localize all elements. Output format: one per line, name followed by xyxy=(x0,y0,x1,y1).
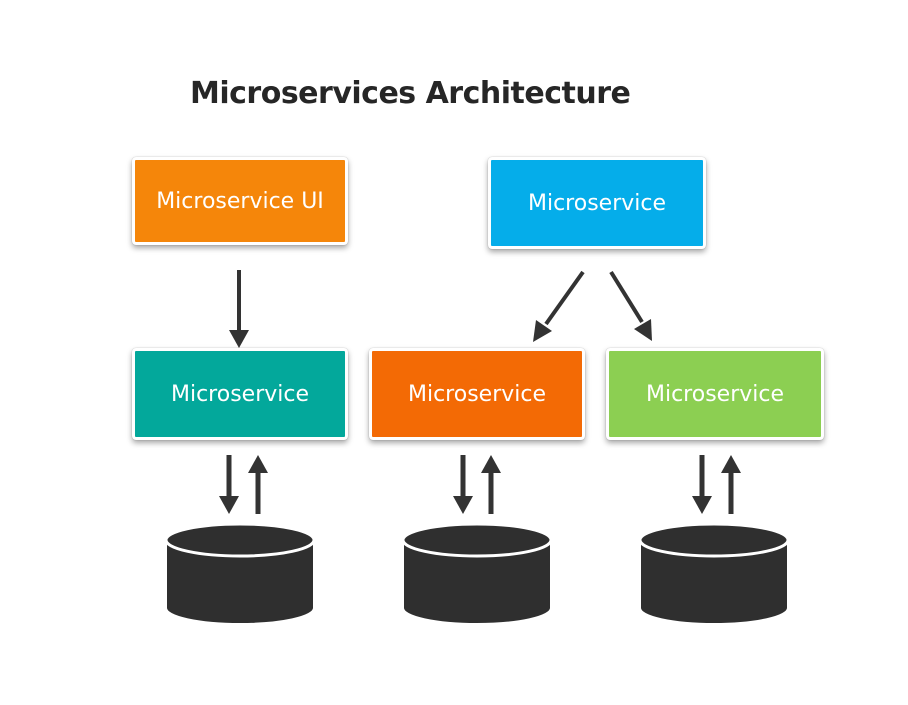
microservice-ui-box: Microservice UI xyxy=(132,157,348,245)
arrows-orange-database xyxy=(453,455,501,514)
microservice-orange-box: Microservice xyxy=(369,348,585,440)
arrow-top-to-orange xyxy=(533,270,585,342)
arrows-green-database xyxy=(692,455,741,514)
microservice-green-box: Microservice xyxy=(606,348,824,440)
database-icon-green xyxy=(638,522,790,625)
microservice-green-label: Microservice xyxy=(645,381,784,407)
database-icon-orange xyxy=(401,522,553,625)
microservice-teal-label: Microservice xyxy=(170,381,309,407)
diagram-title: Microservices Architecture xyxy=(190,76,631,111)
microservice-orange-label: Microservice xyxy=(407,381,546,407)
microservice-top-label: Microservice xyxy=(527,190,666,216)
arrows-teal-database xyxy=(219,455,268,514)
database-icon-teal xyxy=(164,522,316,625)
microservice-top-box: Microservice xyxy=(488,157,706,249)
microservice-teal-box: Microservice xyxy=(132,348,348,440)
microservice-ui-label: Microservice UI xyxy=(156,188,324,214)
arrow-top-to-green xyxy=(609,270,652,341)
arrow-ui-to-teal xyxy=(229,270,249,348)
